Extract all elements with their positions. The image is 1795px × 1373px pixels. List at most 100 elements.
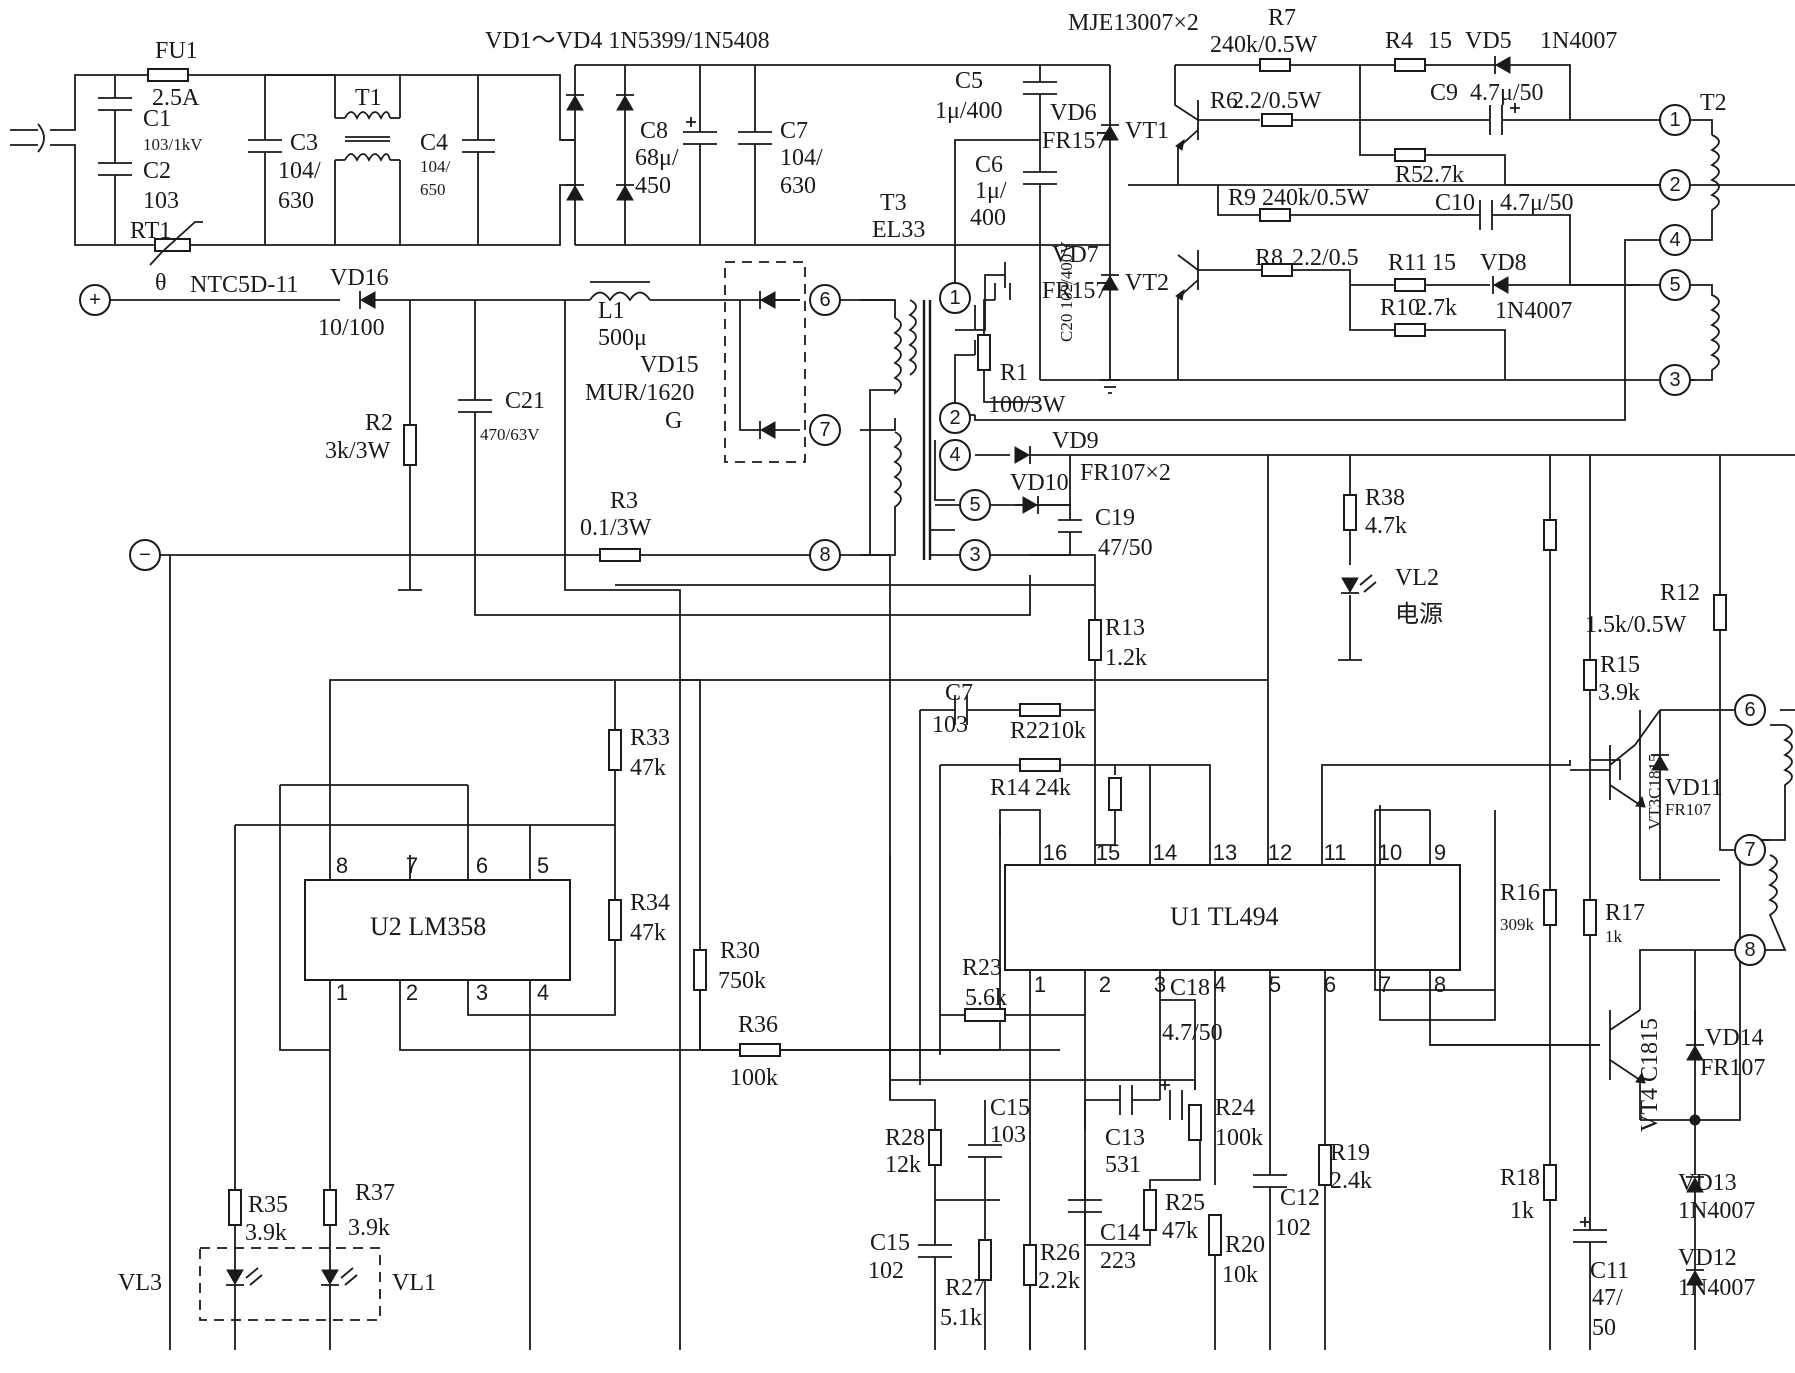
resistor-r30 [693,949,707,991]
t2-node-1: 1 [1669,109,1680,131]
resistor-r9 [1259,208,1291,222]
capacitor-c13 [1119,1085,1133,1115]
r26-value: 2.2k [1038,1268,1080,1294]
r12-label: R12 [1660,580,1700,606]
c8-value-a: 68μ/ [635,145,679,171]
drv-node-7: 7 [1744,839,1755,861]
r19-value: 2.4k [1330,1168,1372,1194]
r23-value: 5.6k [965,985,1007,1011]
r1-value: 100/3W [988,392,1066,418]
resistor-r11 [1394,278,1426,292]
u2-pin-4: 4 [537,980,549,1005]
vd6-value: FR157 [1042,128,1107,154]
resistor-r35 [228,1189,242,1226]
u2-pin-7: 7 [406,853,418,878]
resistor-r28 [928,1129,942,1166]
r24-label: R24 [1215,1095,1255,1121]
c19-label: C19 [1095,505,1135,531]
c3-label: C3 [290,130,318,156]
t3-core: EL33 [872,217,925,243]
resistor-r13 [1088,619,1102,661]
vd11-value: FR107 [1665,800,1712,819]
r12-value: 1.5k/0.5W [1585,612,1687,638]
r7-value: 240k/0.5W [1210,32,1318,58]
r13-label: R13 [1105,615,1145,641]
u2-section [199,679,1060,1350]
c12-label: C12 [1280,1185,1320,1211]
resistor-r16 [1543,889,1557,926]
c15b-value: 102 [868,1258,904,1284]
fu1-label: FU1 [155,38,198,64]
r33-label: R33 [630,725,670,751]
r5-label: R5 [1395,162,1423,188]
vd10-label: VD10 [1010,470,1069,496]
r3-label: R3 [610,488,638,514]
c10-value: 4.7μ/50 [1500,190,1574,216]
labels: VD1～VD4 1N5399/1N5408 MJE13007×2 FU1 2.5… [118,5,1765,1341]
transistor-vt3-arrow [1635,795,1646,808]
c5-label: C5 [955,68,983,94]
c18-value: 4.7/50 [1162,1020,1223,1046]
dc-terminals: + − [79,284,161,571]
u1-pin-11: 11 [1324,840,1347,865]
vd7-label: VD7 [1052,242,1099,268]
vd8-value: 1N4007 [1495,298,1572,324]
u2-pin-8: 8 [336,853,348,878]
r8-label: R8 [1255,245,1283,271]
ntc-value: NTC5D-11 [190,272,298,298]
vd15-dashed-box [724,261,806,463]
c13-label: C13 [1105,1125,1145,1151]
resistor-r18 [1543,1164,1557,1201]
r10-value: 2.7k [1415,295,1457,321]
u2-pin-6: 6 [476,853,488,878]
diode-vd5 [1494,56,1511,74]
r2-value: 3k/3W [325,438,391,464]
capacitors-c1-c2 [98,97,132,176]
u2-pin-2: 2 [406,980,418,1005]
c8-value-b: 450 [635,173,671,199]
r34-value: 47k [630,920,666,946]
r37-label: R37 [355,1180,395,1206]
u1-pin-2: 2 [1099,972,1111,997]
resistor-r7 [1259,58,1291,72]
r6-label: R6 [1210,88,1238,114]
bridge-rectifier-vd1-vd4 [566,94,634,201]
capacitor-c21 [458,300,1031,616]
c7-label: C7 [780,118,808,144]
r34-label: R34 [630,890,670,916]
thermistor-rt1 [154,238,191,252]
c2-value: 103 [143,188,179,214]
c3-value-a: 104/ [278,158,321,184]
r27-value: 5.1k [940,1305,982,1331]
r30-value: 750k [718,968,766,994]
t3-node-4: 4 [949,444,960,466]
t3-label: T3 [880,190,907,216]
r11-label: R11 [1388,250,1427,276]
c15a-value: 103 [990,1122,1026,1148]
vd16-value: 10/100 [318,315,385,341]
c21-label: C21 [505,388,545,414]
diode-vd9 [1014,446,1031,464]
diode-vd8 [1492,276,1509,294]
capacitor-c12 [1253,1174,1287,1188]
input-section [10,64,1110,266]
r5-value: 2.7k [1422,162,1464,188]
t3-node-5: 5 [969,494,980,516]
resistor-r26 [1023,1244,1037,1286]
resistor-r24 [1188,1104,1202,1141]
u1-pin-5: 5 [1269,972,1281,997]
resistor-r8 [1261,263,1293,277]
capacitor-c4 [462,75,495,245]
c3-value-b: 630 [278,188,314,214]
r16-value: 309k [1500,915,1535,934]
c11-value-a: 47/ [1592,1285,1623,1311]
halfbridge-section [908,56,1795,560]
transformer-t3-primary [908,299,917,376]
r17-value: 1k [1605,927,1623,946]
r11-value: 15 [1432,250,1456,276]
r14-label: R14 [990,775,1030,801]
r16-label: R16 [1500,880,1540,906]
resistor-r6 [1261,113,1293,127]
r26-label: R26 [1040,1240,1080,1266]
rectifier-title: VD1～VD4 1N5399/1N5408 [485,28,770,54]
